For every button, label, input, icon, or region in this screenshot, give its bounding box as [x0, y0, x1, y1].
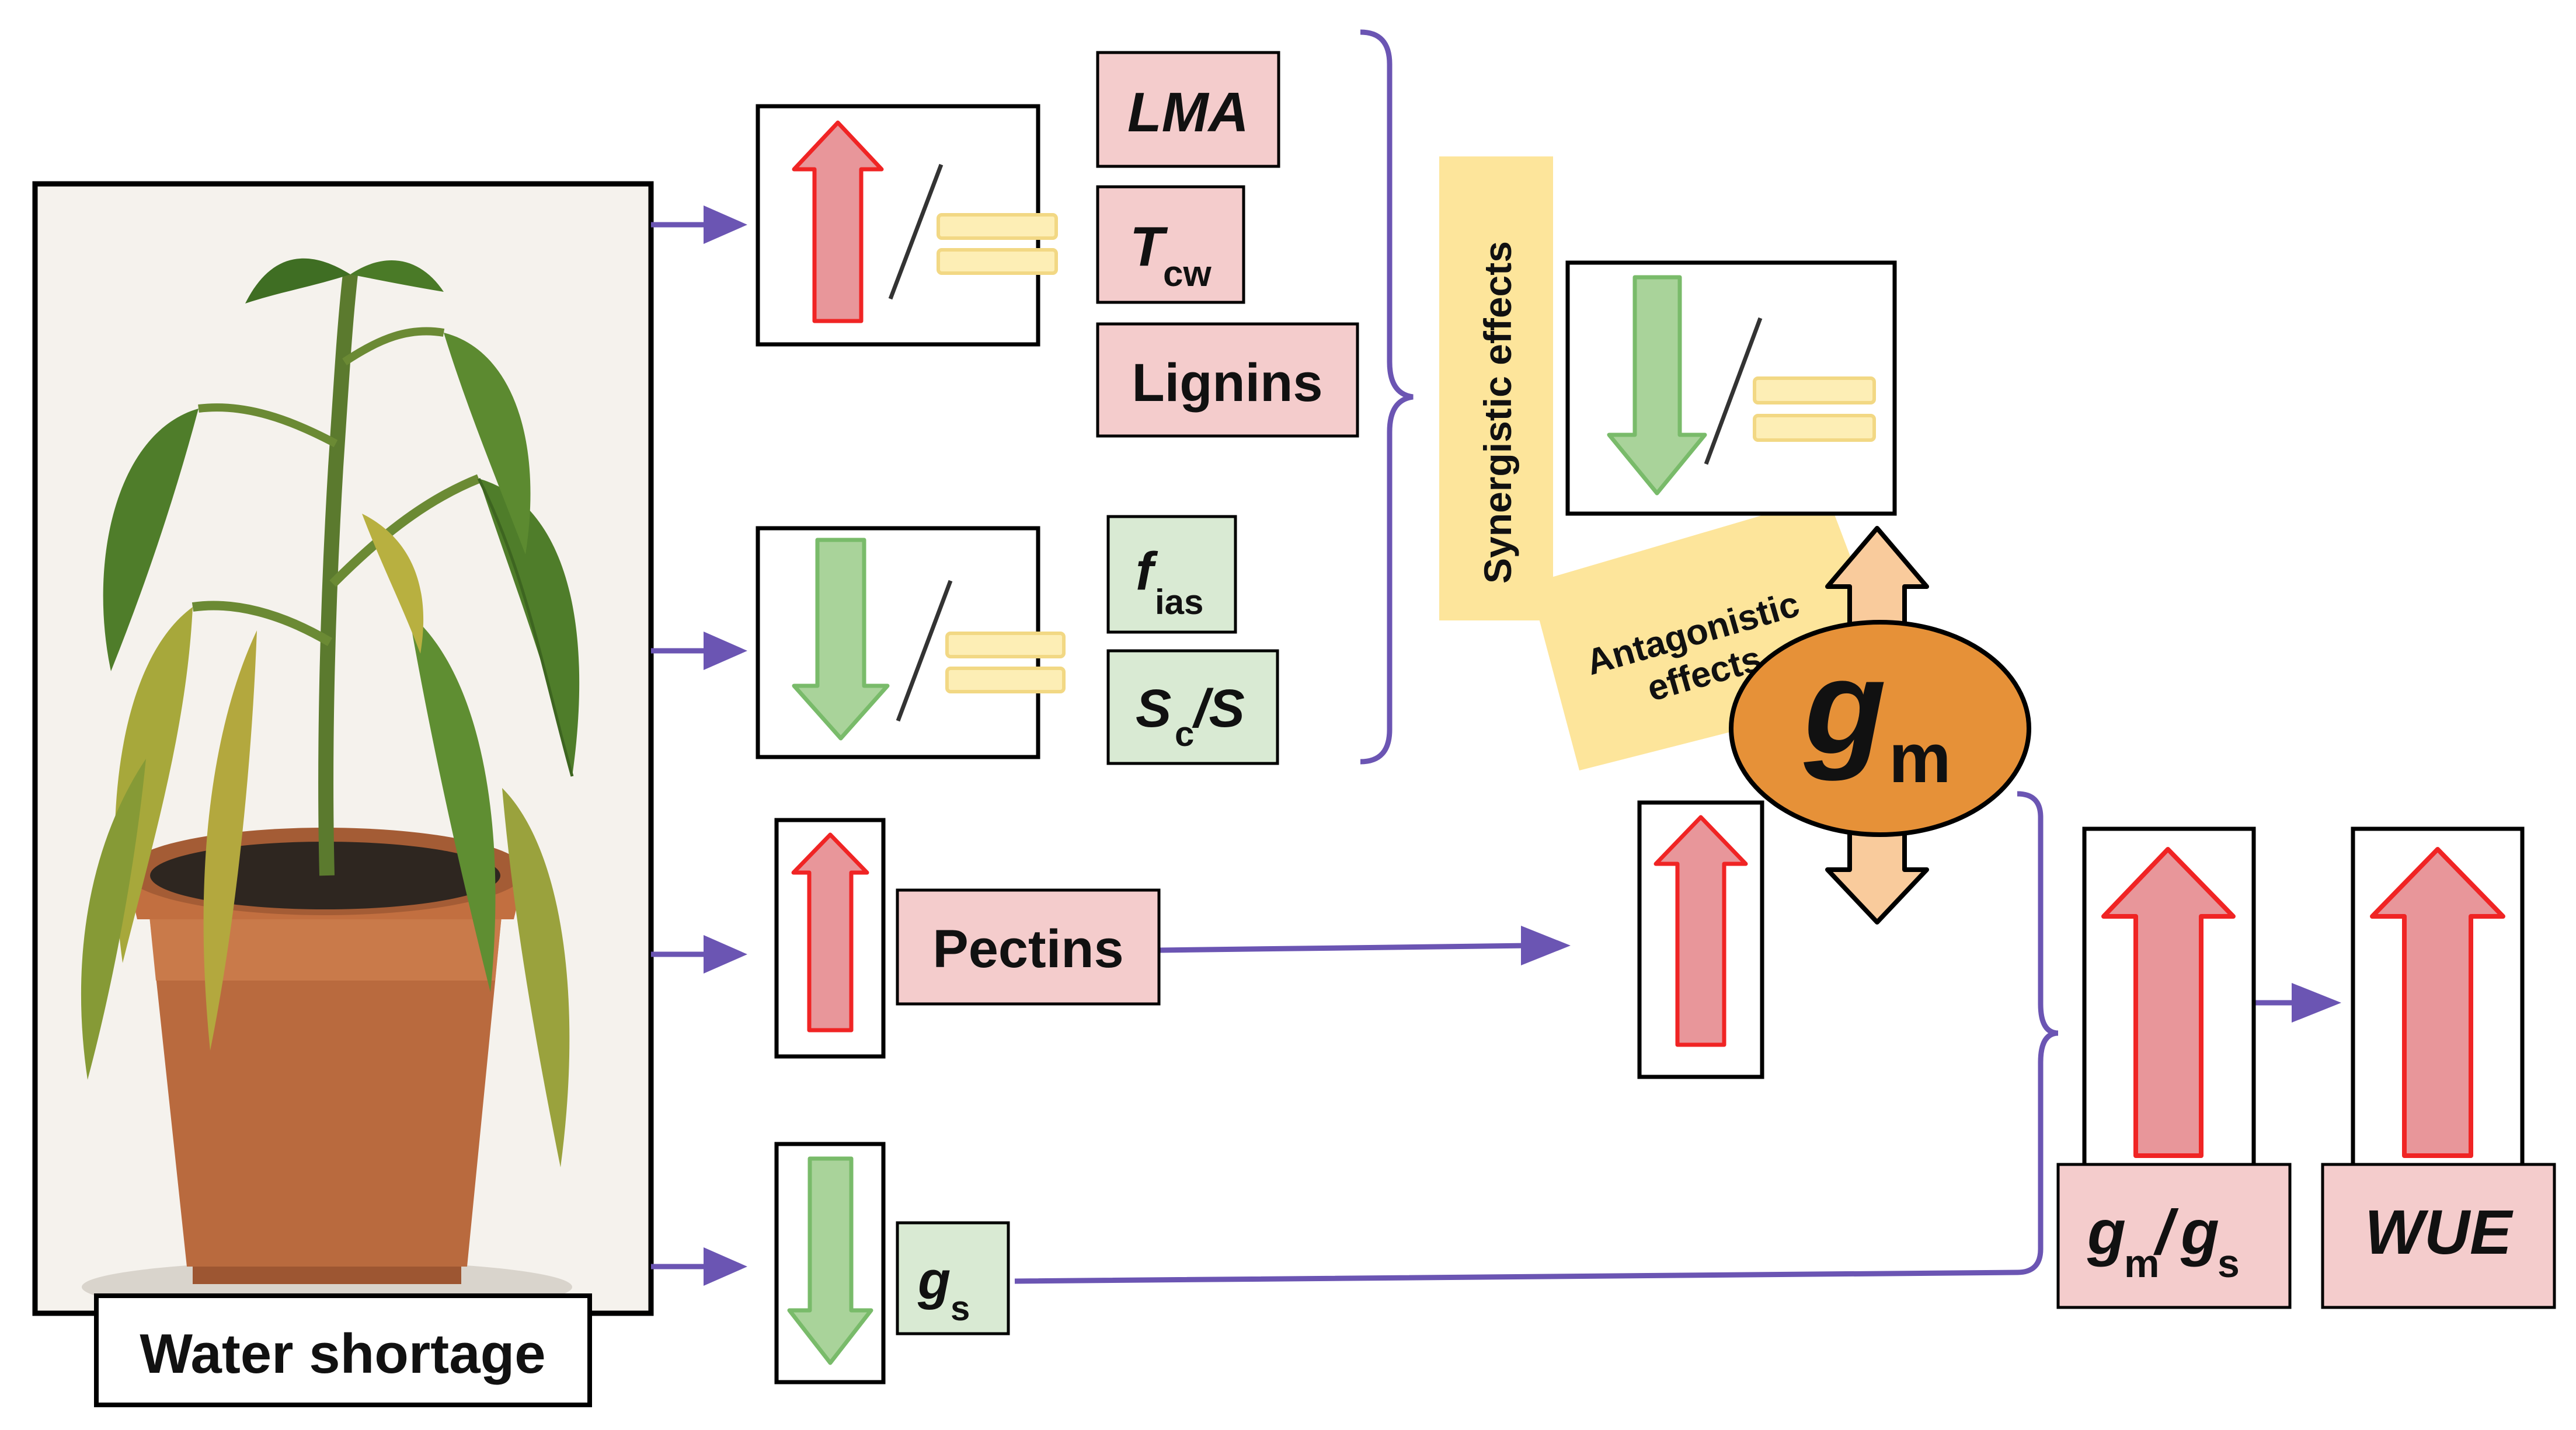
up-arrow-icon	[792, 120, 884, 323]
sc-s-label-main: S	[1136, 679, 1171, 738]
water-shortage-caption-box	[94, 1293, 592, 1407]
lma-box	[1096, 51, 1280, 168]
pectins-label: Pectins	[932, 919, 1123, 979]
fias-box	[1106, 515, 1237, 634]
lma-group-effect-box	[756, 104, 1058, 347]
or-slash-icon	[1704, 317, 1763, 465]
gs-label-main: g	[917, 1251, 951, 1310]
combined-effect-box	[1565, 260, 1897, 516]
wilted-plant-photo	[32, 181, 654, 1316]
sc-s-box	[1106, 649, 1279, 765]
fias-label-sub: ias	[1155, 583, 1203, 622]
lignins-box	[1096, 322, 1359, 438]
gs-effect-box	[774, 1142, 886, 1384]
or-slash-icon	[888, 163, 944, 300]
tcw-label-sub: cw	[1163, 254, 1212, 294]
gm-gs-box	[2056, 1163, 2292, 1309]
down-arrow-icon	[792, 538, 890, 741]
gm-ellipse	[1729, 620, 2031, 837]
synergistic-effects-label: Synergistic effects	[1476, 241, 1519, 584]
equals-icon	[945, 632, 1066, 693]
up-arrow-icon	[2101, 847, 2236, 1158]
pectins-effect-box	[774, 818, 886, 1059]
gs-label-sub: s	[951, 1289, 970, 1328]
lignins-label: Lignins	[1132, 353, 1322, 413]
equals-icon	[1753, 376, 1876, 442]
gs-box	[896, 1221, 1010, 1335]
fias-group-effect-box	[756, 526, 1066, 759]
wue-label: WUE	[2365, 1197, 2514, 1267]
lma-label: LMA	[1127, 81, 1249, 144]
synergistic-effects-band	[1439, 156, 1553, 620]
up-arrow-icon	[2370, 847, 2505, 1158]
tcw-box	[1096, 185, 1245, 304]
ratio-main1: g	[2087, 1197, 2126, 1267]
gm-label-main: g	[1804, 632, 1886, 782]
ratio-sub1: m	[2124, 1241, 2159, 1286]
water-shortage-label: Water shortage	[140, 1323, 545, 1385]
up-arrow-icon	[1653, 815, 1748, 1047]
equals-icon	[937, 213, 1058, 275]
ratio-sub2: s	[2218, 1241, 2240, 1286]
pectin-gm-effect-box	[1637, 800, 1764, 1079]
down-arrow-icon	[787, 1156, 873, 1365]
wue-box	[2321, 1163, 2556, 1309]
down-arrow-icon	[1607, 275, 1707, 496]
wue-effect-box	[2351, 826, 2525, 1170]
ratio-effect-box	[2082, 826, 2256, 1170]
or-slash-icon	[896, 580, 953, 722]
up-arrow-icon	[791, 832, 869, 1033]
tcw-label-main: T	[1130, 215, 1168, 278]
pectins-box	[896, 888, 1161, 1006]
gm-label-sub: m	[1889, 719, 1951, 797]
sc-s-label-sub: c	[1175, 714, 1194, 754]
sc-s-label-rest: /S	[1192, 679, 1245, 738]
connector-arrowheads	[704, 205, 2341, 1286]
ratio-main2: g	[2180, 1197, 2219, 1267]
